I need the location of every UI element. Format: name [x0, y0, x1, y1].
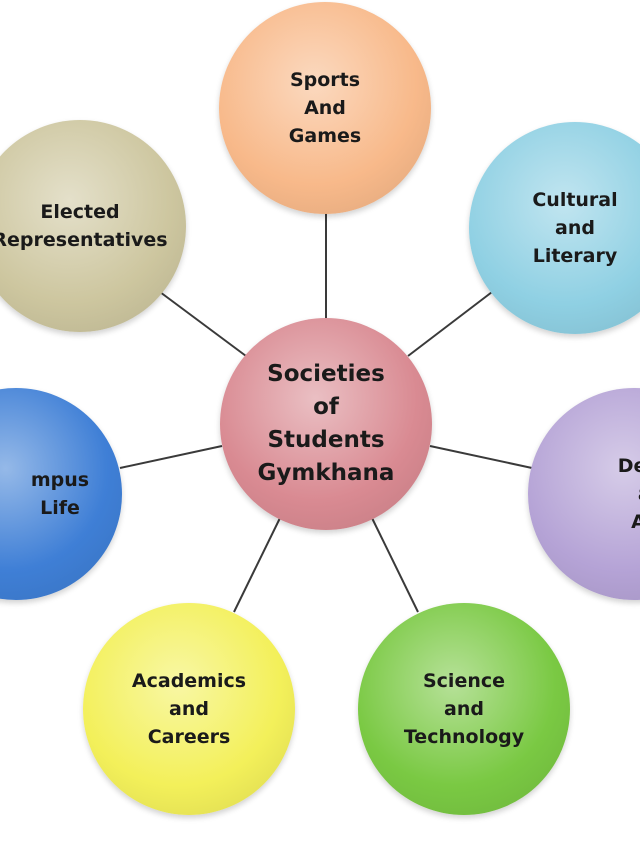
node-label: Science and Technology [403, 670, 525, 748]
connector-academics [233, 517, 281, 613]
node-elected-representatives: Elected Representatives [0, 120, 186, 332]
connector-cultural [407, 291, 493, 357]
connector-design [429, 445, 533, 469]
node-cultural-and-literary: Cultural and Literary [469, 122, 640, 334]
node-science-and-technology: Science and Technology [358, 603, 570, 815]
node-academics-and-careers: Academics and Careers [83, 603, 295, 815]
node-label: mpus Life [30, 469, 90, 519]
node-label: Sports And Games [288, 69, 362, 147]
connector-science [371, 517, 419, 613]
node-center-societies: Societies of Students Gymkhana [220, 318, 432, 530]
connector-elected [159, 291, 247, 357]
node-label: Academics and Careers [131, 670, 247, 748]
node-sports-and-games: Sports And Games [219, 2, 431, 214]
node-label: Elected Representatives [0, 201, 168, 251]
center-label: Societies of Students Gymkhana [257, 361, 395, 486]
connector-campus [119, 445, 223, 469]
node-label: Cultural and Literary [532, 189, 618, 267]
node-label: Desi an Art [617, 455, 640, 533]
